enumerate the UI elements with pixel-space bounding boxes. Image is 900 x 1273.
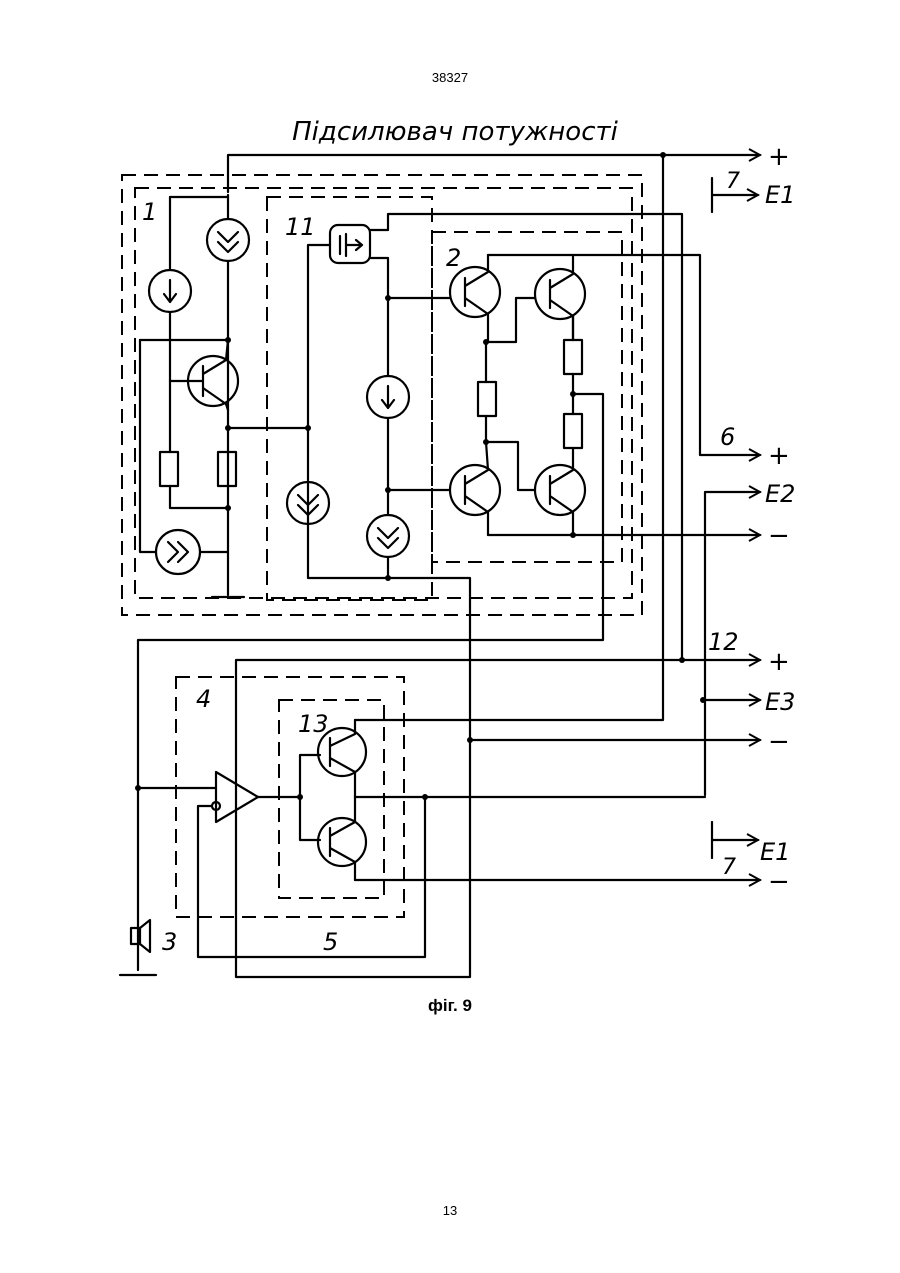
label-block-3: 3 [162,928,177,956]
terminal-minus-bottom: − [768,867,790,897]
terminal-12-number: 12 [708,628,739,656]
terminal-e3: E3 [765,688,795,716]
label-block-4: 4 [196,685,211,713]
label-block-11: 11 [285,213,316,241]
terminal-7-top-number: 7 [726,169,740,194]
terminal-e2: E2 [765,480,795,508]
resistor-icon [564,414,582,448]
block-2-outline [432,232,622,562]
current-source-icon [207,219,249,261]
label-block-2: 2 [446,244,461,272]
transistor-icon [535,269,585,319]
terminal-minus-mid: − [768,521,790,551]
label-block-5: 5 [323,928,338,956]
terminal-e1-top: E1 [765,181,795,209]
terminal-plus-12: + [768,647,790,677]
resistor-icon [478,382,496,416]
positive-rail-top [228,155,760,192]
transistor-icon [535,465,585,515]
transistor-icon [318,728,366,776]
label-block-1: 1 [142,198,157,226]
terminal-e1-bottom: E1 [760,838,790,866]
resistor-icon [160,452,178,486]
terminal-7-bottom-number: 7 [722,855,736,880]
page-number: 13 [0,1203,900,1218]
terminal-plus-top: + [768,142,790,172]
transistor-icon [450,267,500,317]
figure-title: Підсилювач потужності [292,117,619,147]
terminal-plus-6: + [768,441,790,471]
resistor-icon [564,340,582,374]
figure-caption: фіг. 9 [0,996,900,1016]
block-11-outline [267,197,432,600]
transistor-icon [450,465,500,515]
label-block-13: 13 [298,710,329,738]
terminal-6-number: 6 [720,423,735,451]
terminal-minus-low: − [768,727,790,757]
transistor-icon [318,818,366,866]
current-source-icon [367,515,409,557]
